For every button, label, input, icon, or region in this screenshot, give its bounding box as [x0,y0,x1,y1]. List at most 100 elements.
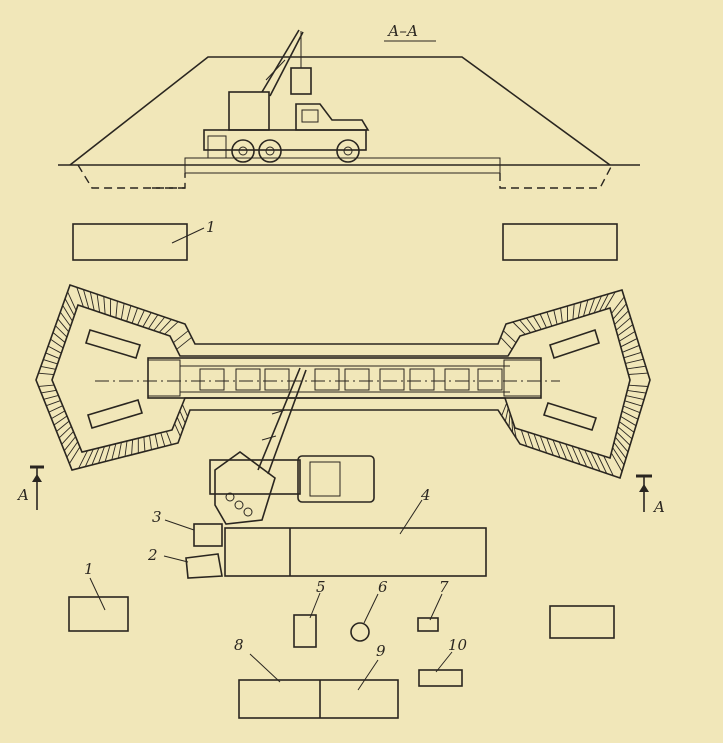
unit-7 [417,617,439,632]
hatch-line [67,291,77,311]
callout-1-left: 1 [84,560,94,578]
plan-view [35,283,651,480]
material-bin-bottom-right [549,605,615,639]
section-a-a: А–А [58,22,640,189]
hatch-line [91,447,100,466]
callout-8: 8 [234,636,244,654]
hatch-line [61,431,74,445]
wheel-front [336,139,360,163]
hatch-line [115,301,118,318]
hatch-line [508,412,511,428]
hatch-line [181,404,189,417]
hatch-line [57,318,70,333]
hatch-line [149,435,152,450]
hatch-line [625,395,645,401]
callout-leader-7 [429,593,443,621]
excavator-bucket [214,451,276,525]
excavator-track [209,459,301,495]
hatch-line [613,442,627,459]
callout-leader-10 [435,651,453,673]
hatch-line [131,307,139,324]
callout-7: 7 [439,578,449,596]
hatch-line [617,324,634,337]
hatch-line [614,310,629,325]
cut-mark-left: A [16,465,44,510]
hatch-line [62,305,73,322]
hatch-line [590,451,601,472]
hatch-line [96,294,101,313]
bucket-tooth-1 [225,492,235,502]
hatch-line [56,420,70,432]
hatch-line [571,445,581,465]
hatch-line [504,407,509,422]
pad-right-lower [542,402,598,431]
crane-boom-left [261,29,300,93]
bucket-tooth-3 [243,507,253,517]
callout-leader-5 [309,592,321,619]
hatch-line [623,351,642,359]
bucket-tooth-2 [234,500,244,510]
hatch-line [120,303,125,320]
hatch-line [546,311,553,327]
hook-load [290,67,312,95]
excavator-boom-b [267,369,307,475]
hatch-line [84,449,94,467]
hatch-line [58,425,72,439]
hatch-line [46,400,61,407]
hatch-line [588,297,596,315]
hatch-line [43,359,58,365]
hatch-line [612,447,625,466]
channel-block [199,368,225,391]
callout-9: 9 [376,642,386,660]
wheel-rear-1 [231,139,255,163]
hatch-line [519,319,531,333]
callout-1-top: 1 [206,218,216,236]
embankment-outline [69,56,611,166]
channel-end-right [503,359,542,397]
channel-blocks [199,368,503,391]
hatch-line [89,291,95,311]
hatch-line [164,321,179,335]
hatch-line [560,307,563,323]
callout-leader-9 [357,659,379,691]
hatch-line [614,436,629,453]
hatch-line [98,446,105,464]
hatch-line [154,434,159,449]
hatch-line [621,410,639,420]
callout-3: 3 [152,508,162,526]
hatch-line [596,453,608,474]
channel-block [444,368,470,391]
cab-window [301,109,319,123]
channel-block [344,368,370,391]
hatch-line [627,389,647,394]
hatch-line [173,330,189,344]
wheel-rear-2-hub [265,146,275,156]
boom-rung-1 [261,435,277,441]
cut-mark-left-text: A [16,486,29,504]
callout-2: 2 [147,546,158,564]
hatch-line [153,316,166,331]
hatch-line [66,441,79,458]
hatch-line [620,416,637,427]
outrigger [207,135,227,159]
hatch-line [41,389,57,394]
hatch-line [500,336,513,350]
callout-leader-8 [249,653,281,683]
hatch-line [616,431,631,446]
unit-8-9 [238,679,399,719]
hatch-line [137,310,145,326]
hatch-line [51,410,66,419]
callout-10: 10 [448,636,468,654]
hatch-line [622,344,640,353]
boom-rung-2 [271,409,286,415]
hatch-line [552,439,561,458]
callout-leader-4 [399,499,423,535]
hatch-line [511,417,514,433]
hatch-line [131,439,134,455]
hatch-line [59,311,71,327]
hatch-line [553,309,558,325]
hatch-line [532,315,542,330]
hatch-line [47,345,62,354]
hatch-line [603,455,614,476]
hatch-line [501,402,508,416]
